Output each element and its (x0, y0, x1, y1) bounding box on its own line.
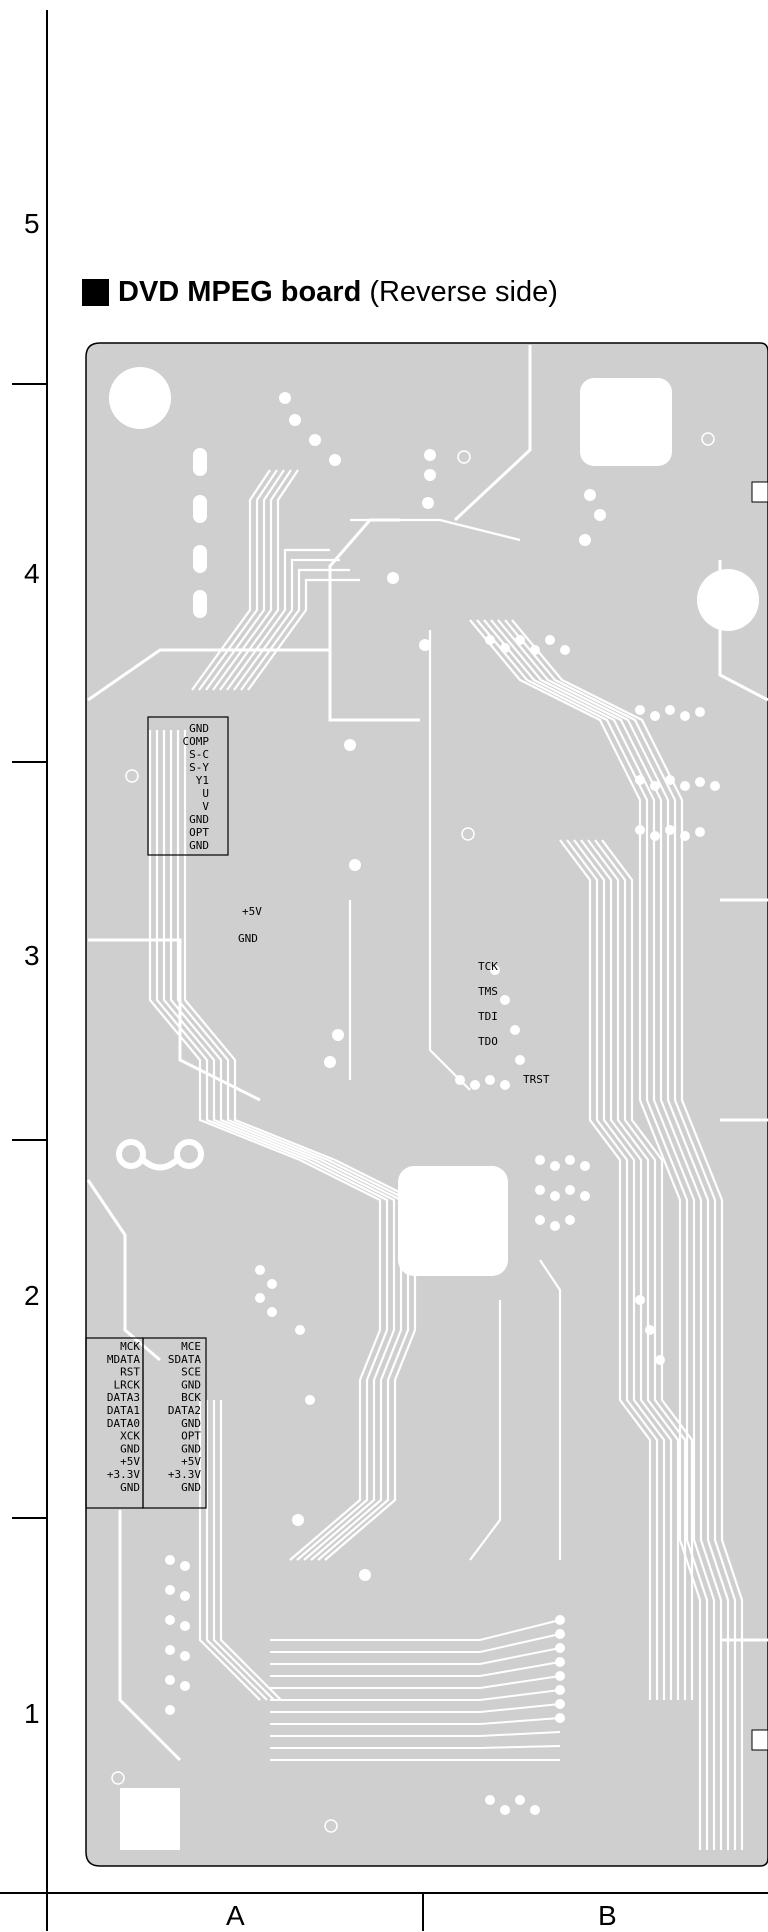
audio-right-label: OPT (181, 1430, 201, 1443)
audio-right-label: GND (181, 1481, 201, 1494)
audio-left-label: MCK (120, 1340, 140, 1353)
row-tick-marks (12, 383, 47, 1519)
edge-marker-top (751, 481, 768, 503)
jtag-pads (455, 965, 525, 1090)
corner-region (120, 1788, 180, 1850)
video-connector-box (147, 716, 229, 856)
power-test-label: GND (238, 932, 258, 945)
pad-cluster-middle (255, 1155, 665, 1405)
audio-right-label: SDATA (168, 1353, 201, 1366)
video-connector-label: V (202, 800, 209, 813)
video-connector-label: Y1 (196, 774, 209, 787)
audio-left-label: MDATA (107, 1353, 140, 1366)
audio-left-label: +3.3V (107, 1468, 140, 1481)
trace-bus-bottom (270, 1619, 561, 1761)
audio-right-label: GND (181, 1442, 201, 1455)
audio-right-label: GND (181, 1378, 201, 1391)
row-label-1: 1 (24, 1698, 40, 1729)
audio-right-label: DATA2 (168, 1404, 201, 1417)
audio-left-label: LRCK (114, 1378, 141, 1391)
trace-bus-middle (198, 1159, 417, 1701)
jtag-label: TDI (478, 1010, 498, 1023)
board-subtitle: (Reverse side) (369, 276, 558, 308)
audio-right-label: +3.3V (168, 1468, 201, 1481)
heading-square-icon (82, 279, 109, 306)
pad-cluster-bottom (165, 1514, 565, 1815)
audio-left-label: XCK (120, 1430, 140, 1443)
jtag-label: TDO (478, 1035, 498, 1048)
jtag-label: TRST (523, 1073, 550, 1086)
video-connector-label: GND (189, 813, 209, 826)
row-label-4: 4 (24, 558, 40, 589)
video-connector-label: GND (189, 839, 209, 852)
video-connector-label: GND (189, 722, 209, 735)
row-label-2: 2 (24, 1280, 40, 1311)
video-connector-label: S-C (189, 748, 209, 761)
video-connector-label: U (202, 787, 209, 800)
jtag-labels: TCK TMS TDI TDO TRST (478, 960, 550, 1086)
pcb-board (85, 342, 768, 1867)
mounting-hole (109, 367, 171, 429)
audio-left-label: DATA0 (107, 1417, 140, 1430)
trace-bus-right (348, 518, 744, 1850)
small-holes (111, 432, 715, 1833)
chip-pad-center (398, 1166, 508, 1276)
edge-marker-bottom (751, 1729, 768, 1751)
row-label-5: 5 (24, 208, 40, 239)
audio-left-label: GND (120, 1442, 140, 1455)
video-connector-label: COMP (183, 735, 210, 748)
audio-right-label: SCE (181, 1366, 201, 1379)
audio-right-label: GND (181, 1417, 201, 1430)
column-label-b: B (598, 1900, 617, 1931)
pad-cluster-top (279, 392, 720, 1068)
audio-left-label: DATA3 (107, 1391, 140, 1404)
video-connector-label: OPT (189, 826, 209, 839)
video-connector-label: S-Y (189, 761, 209, 774)
board-outline (85, 342, 768, 1867)
audio-right-label: BCK (181, 1391, 201, 1404)
right-hole (697, 569, 759, 631)
trace-bus-left (148, 469, 360, 1162)
audio-right-label: +5V (181, 1455, 201, 1468)
page-title: DVD MPEG board (Reverse side) (82, 276, 558, 309)
audio-connector-labels-right: MCESDATASCEGNDBCKDATA2GNDOPTGND+5V+3.3VG… (168, 1340, 201, 1494)
pad-column-left (193, 448, 207, 618)
audio-right-label: MCE (181, 1340, 201, 1353)
audio-left-label: +5V (120, 1455, 140, 1468)
audio-left-label: DATA1 (107, 1404, 140, 1417)
board-title: DVD MPEG board (118, 276, 362, 308)
jtag-label: TCK (478, 960, 498, 973)
audio-connector-box-right (142, 1337, 207, 1509)
power-test-label: +5V (242, 905, 262, 918)
jtag-label: TMS (478, 985, 498, 998)
audio-left-label: GND (120, 1481, 140, 1494)
audio-left-label: RST (120, 1366, 140, 1379)
chip-pad-top (580, 378, 672, 466)
audio-connector-labels-left: MCKMDATARSTLRCKDATA3DATA1DATA0XCKGND+5V+… (107, 1340, 140, 1494)
row-label-3: 3 (24, 940, 40, 971)
power-test-labels: +5V GND (238, 905, 262, 945)
loop-connector (116, 1139, 204, 1171)
column-label-a: A (226, 1900, 245, 1931)
